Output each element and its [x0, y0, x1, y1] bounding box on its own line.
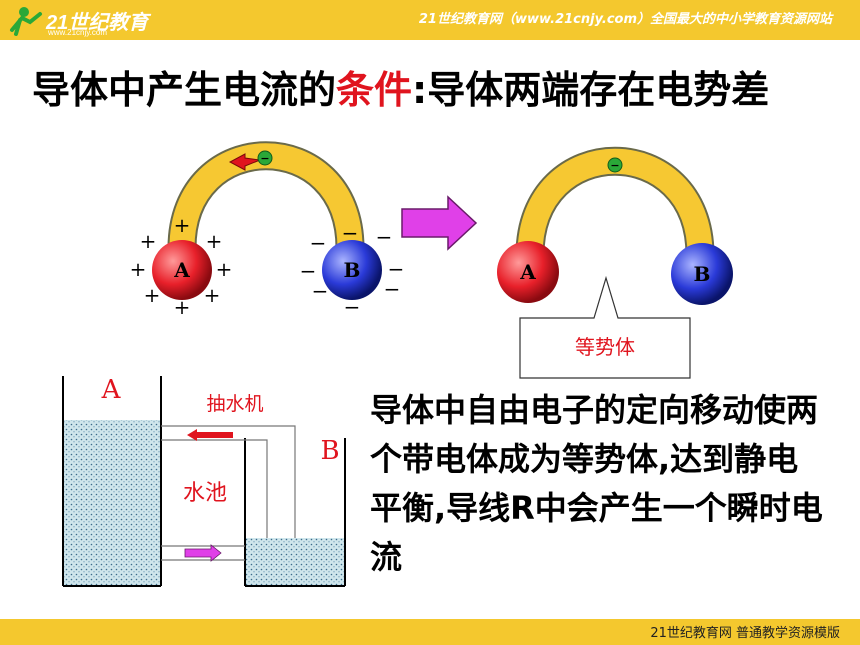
electron-sign: − [610, 159, 619, 172]
sphere-b [671, 243, 733, 305]
transition-arrow-icon [401, 195, 478, 251]
svg-text:−: − [344, 295, 361, 319]
tank-a-water [63, 420, 161, 586]
right-conductor-diagram: − A B 等势体 [497, 146, 733, 379]
svg-text:−: − [300, 259, 317, 283]
electron-flow-arrow-icon [228, 153, 262, 171]
logo-url: www.21cnjy.com [48, 28, 107, 37]
svg-text:−: − [310, 231, 327, 255]
title-highlight: 条件 [336, 68, 413, 112]
explanation-paragraph: 导体中自由电子的定向移动使两个带电体成为等势体,达到静电平衡,导线R中会产生一个… [370, 391, 823, 576]
svg-text:+: + [174, 295, 191, 319]
svg-text:−: − [312, 279, 329, 303]
electron-sign: − [260, 152, 269, 165]
sphere-b-label: B [344, 258, 361, 282]
svg-text:−: − [376, 225, 393, 249]
left-conductor-diagram: − A B + + + + + + + + − − − − − − − − [130, 141, 405, 319]
svg-text:+: + [140, 229, 157, 253]
equipotential-callout [519, 275, 691, 379]
tank-b-label: B [320, 436, 339, 466]
svg-text:−: − [384, 277, 401, 301]
electron-icon [607, 157, 623, 173]
svg-text:+: + [204, 283, 221, 307]
site-slogan: 21世纪教育网（www.21cnjy.com）全国最大的中小学教育资源网站 [418, 12, 832, 27]
svg-text:+: + [130, 257, 147, 281]
sphere-a [152, 240, 212, 300]
sphere-a-label: A [519, 260, 536, 284]
sphere-a-label: A [173, 258, 190, 282]
site-logo[interactable]: 21世纪教育 www.21cnjy.com [6, 4, 156, 37]
sphere-b [322, 240, 382, 300]
tank-a-label: A [101, 375, 122, 405]
svg-text:−: − [342, 221, 359, 245]
svg-text:+: + [216, 257, 233, 281]
header-bar: 21世纪教育 www.21cnjy.com 21世纪教育网（www.21cnjy… [0, 0, 860, 40]
pump-flow-arrow-icon [187, 429, 233, 441]
tank-b-water [245, 538, 345, 586]
svg-text:+: + [144, 283, 161, 307]
logo-text: 21世纪教育 [46, 12, 149, 34]
footer-bar: 21世纪教育网 普通教学资源模版 [0, 619, 860, 645]
title-part1: 导体中产生电流的 [32, 68, 337, 112]
water-tank-diagram: A B 抽水机 水池 [62, 375, 346, 587]
pipe-flow-arrow-icon [184, 544, 222, 562]
title-part2: :导体两端存在电势差 [412, 68, 770, 112]
svg-text:+: + [206, 229, 223, 253]
electron-icon [257, 150, 273, 166]
pump-label: 抽水机 [206, 393, 263, 415]
svg-text:+: + [174, 213, 191, 237]
footer-text: 21世纪教育网 普通教学资源模版 [650, 626, 840, 641]
runner-logo-icon [10, 7, 42, 36]
callout-text: 等势体 [575, 335, 635, 359]
minus-charges: − − − − − − − − [300, 221, 405, 319]
plus-charges: + + + + + + + + [130, 213, 233, 319]
page-title: 导体中产生电流的条件:导体两端存在电势差 [32, 64, 832, 116]
sphere-b-label: B [694, 262, 711, 286]
sphere-a [497, 241, 559, 303]
pool-label: 水池 [183, 481, 227, 506]
svg-text:−: − [388, 257, 405, 281]
